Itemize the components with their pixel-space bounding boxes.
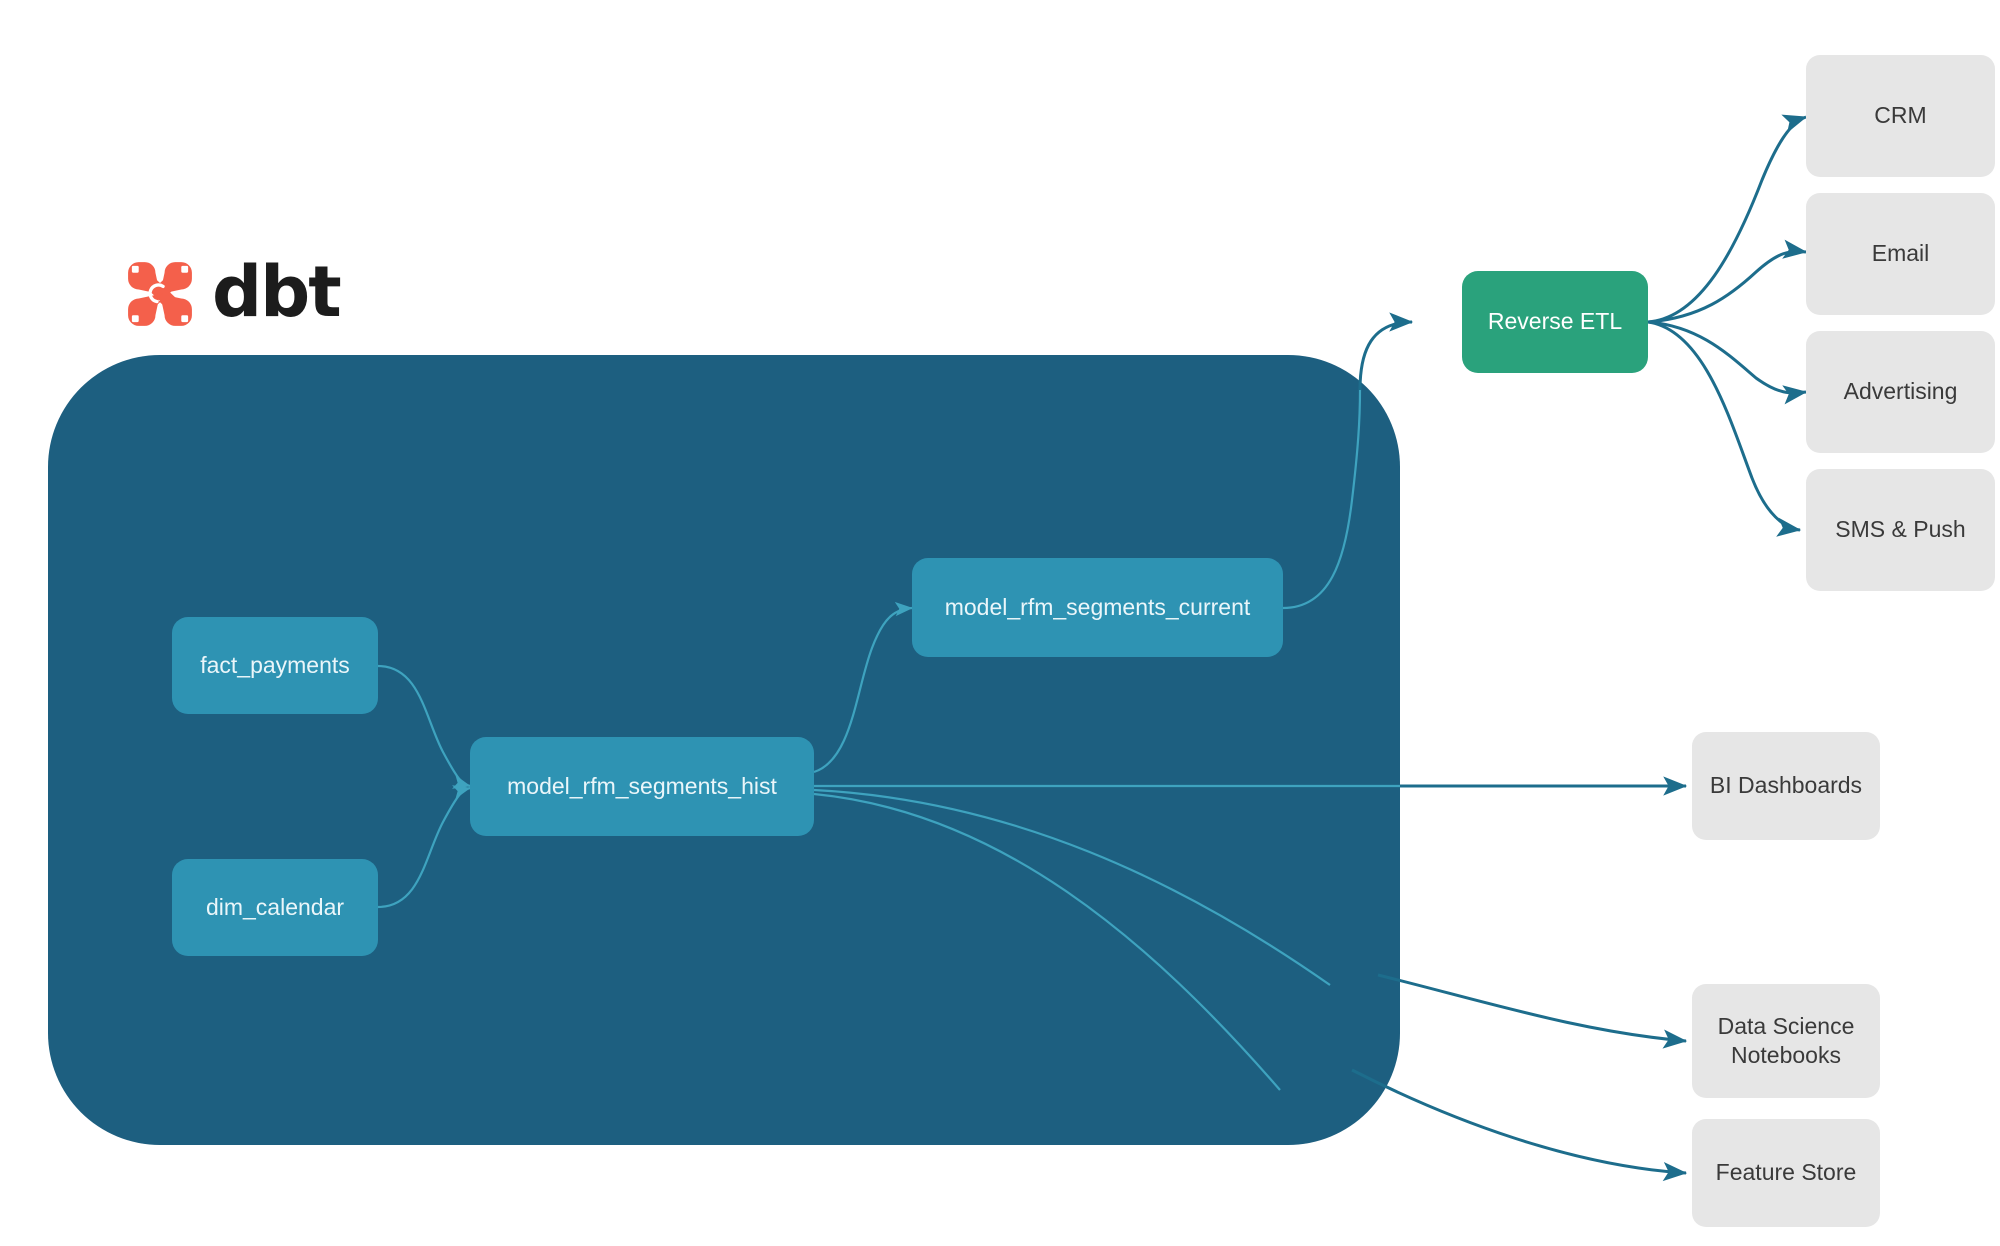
node-data-science-notebooks[interactable]: Data Science Notebooks xyxy=(1692,984,1880,1098)
node-label-data-science-notebooks: Data Science Notebooks xyxy=(1717,1012,1855,1068)
node-label-sms-push: SMS & Push xyxy=(1835,516,1966,543)
node-label-model-rfm-segments-hist: model_rfm_segments_hist xyxy=(507,772,777,799)
dbt-wordmark: dbt xyxy=(212,251,342,333)
node-crm[interactable]: CRM xyxy=(1806,55,1995,177)
node-advertising[interactable]: Advertising xyxy=(1806,331,1995,453)
dbt-x-logo-icon xyxy=(128,262,192,326)
node-bi-dashboards[interactable]: BI Dashboards xyxy=(1692,732,1880,840)
node-label-crm: CRM xyxy=(1874,102,1927,129)
node-label-advertising: Advertising xyxy=(1843,378,1958,405)
edge-project-to-data-science-notebooks xyxy=(1377,973,1688,1049)
edge-project-to-feature-store xyxy=(1351,1068,1688,1182)
node-label-email: Email xyxy=(1871,240,1930,267)
dbt-brand: dbt xyxy=(122,251,342,333)
node-email[interactable]: Email xyxy=(1806,193,1995,315)
node-feature-store[interactable]: Feature Store xyxy=(1692,1119,1880,1227)
node-dim-calendar[interactable]: dim_calendar xyxy=(172,859,378,956)
node-model-rfm-segments-hist[interactable]: model_rfm_segments_hist xyxy=(470,737,814,836)
node-label-fact-payments: fact_payments xyxy=(200,651,350,678)
edge-reverse-etl-to-email xyxy=(1647,239,1808,324)
edge-project-to-reverse-etl xyxy=(1358,312,1414,391)
node-model-rfm-segments-current[interactable]: model_rfm_segments_current xyxy=(912,558,1283,657)
edge-reverse-etl-to-sms-push xyxy=(1647,320,1802,537)
node-label-model-rfm-segments-current: model_rfm_segments_current xyxy=(944,593,1251,620)
node-label-dim-calendar: dim_calendar xyxy=(205,893,345,920)
edge-reverse-etl-to-crm xyxy=(1647,114,1808,324)
node-label-reverse-etl: Reverse ETL xyxy=(1487,308,1623,335)
node-fact-payments[interactable]: fact_payments xyxy=(172,617,378,714)
node-label-bi-dashboards: BI Dashboards xyxy=(1709,772,1863,799)
node-reverse-etl[interactable]: Reverse ETL xyxy=(1462,271,1648,373)
node-sms-push[interactable]: SMS & Push xyxy=(1806,469,1995,591)
node-label-feature-store: Feature Store xyxy=(1715,1159,1857,1186)
edge-reverse-etl-to-advertising xyxy=(1647,320,1808,405)
